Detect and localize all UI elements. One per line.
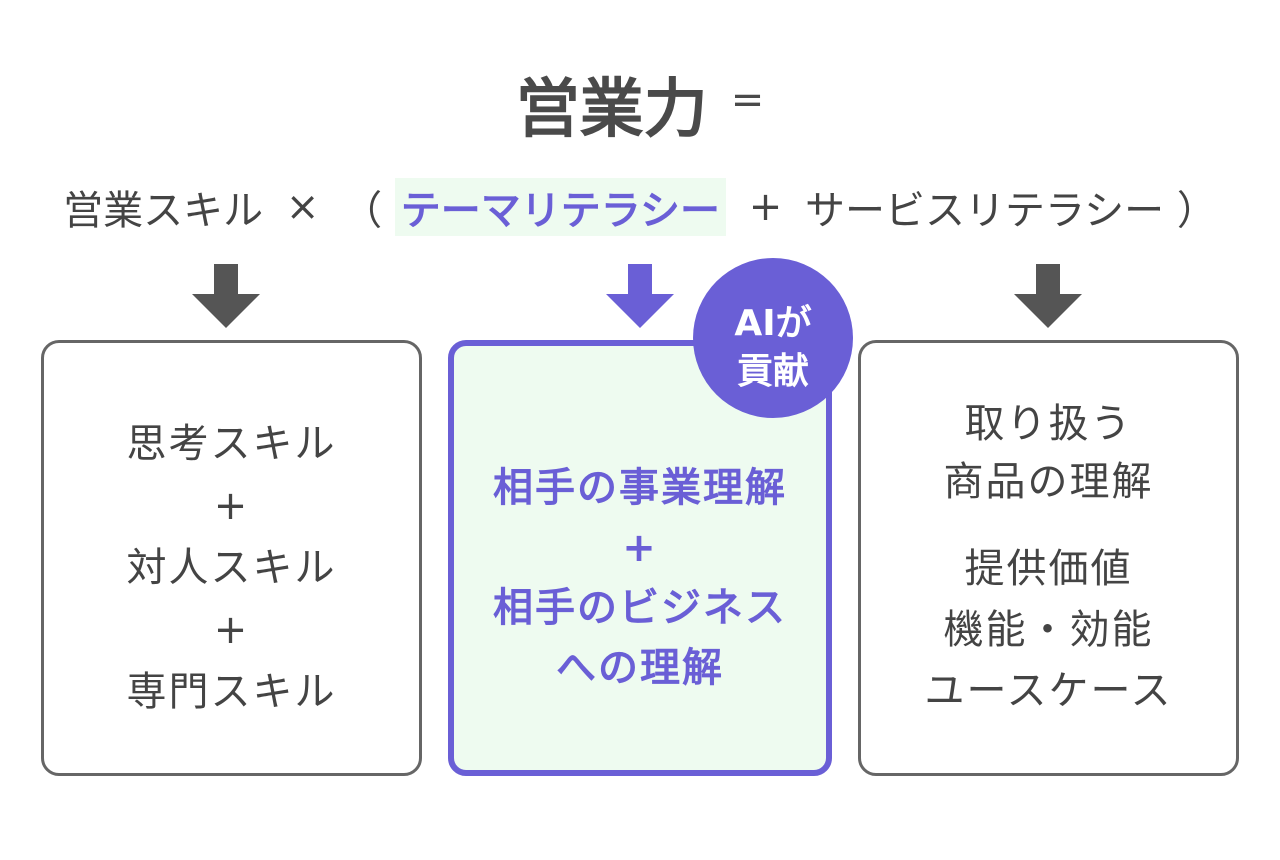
box-line: への理解 [556, 645, 724, 691]
page-title-row: 営業力 = [0, 58, 1280, 150]
equals-sign: = [730, 77, 765, 123]
page-title: 営業力 [515, 73, 708, 147]
sales-skill-box: 思考スキル + 対人スキル + 専門スキル [41, 340, 422, 776]
formula-sales-skill: 営業スキル [63, 188, 264, 234]
arrow-down-icon [606, 264, 674, 328]
box-line: 専門スキル [126, 669, 337, 715]
formula-times: × [285, 184, 320, 230]
box-line: 取り扱う [964, 401, 1133, 447]
box-line: + [622, 525, 658, 571]
box-line: + [213, 483, 250, 529]
box-line: 相手の事業理解 [493, 465, 787, 511]
badge-line: AIが [734, 303, 812, 344]
box-line: 対人スキル [126, 545, 337, 591]
box-line: 相手のビジネス [493, 585, 787, 631]
formula-service-literacy: サービスリテラシー [804, 188, 1165, 234]
arrow-down-icon [192, 264, 260, 328]
badge-line: 貢献 [736, 351, 809, 392]
formula-theme-literacy: テーマリテラシー [394, 178, 726, 236]
ai-contribution-badge: AIが 貢献 [693, 258, 853, 418]
arrow-down-icon [1014, 264, 1082, 328]
box-line: 思考スキル [126, 421, 337, 467]
box-line: 機能・効能 [943, 607, 1154, 653]
formula: 営業スキル × （ テーマリテラシー + サービスリテラシー ） [0, 178, 1280, 236]
box-line: 提供価値 [964, 546, 1133, 592]
box-line: + [213, 607, 250, 653]
formula-plus: + [748, 184, 783, 230]
box-line: 商品の理解 [943, 459, 1154, 505]
box-line: ユースケース [924, 668, 1173, 714]
formula-open-paren: （ [342, 188, 383, 234]
service-literacy-box: 取り扱う 商品の理解 提供価値 機能・効能 ユースケース [858, 340, 1239, 776]
formula-close-paren: ） [1176, 188, 1217, 234]
